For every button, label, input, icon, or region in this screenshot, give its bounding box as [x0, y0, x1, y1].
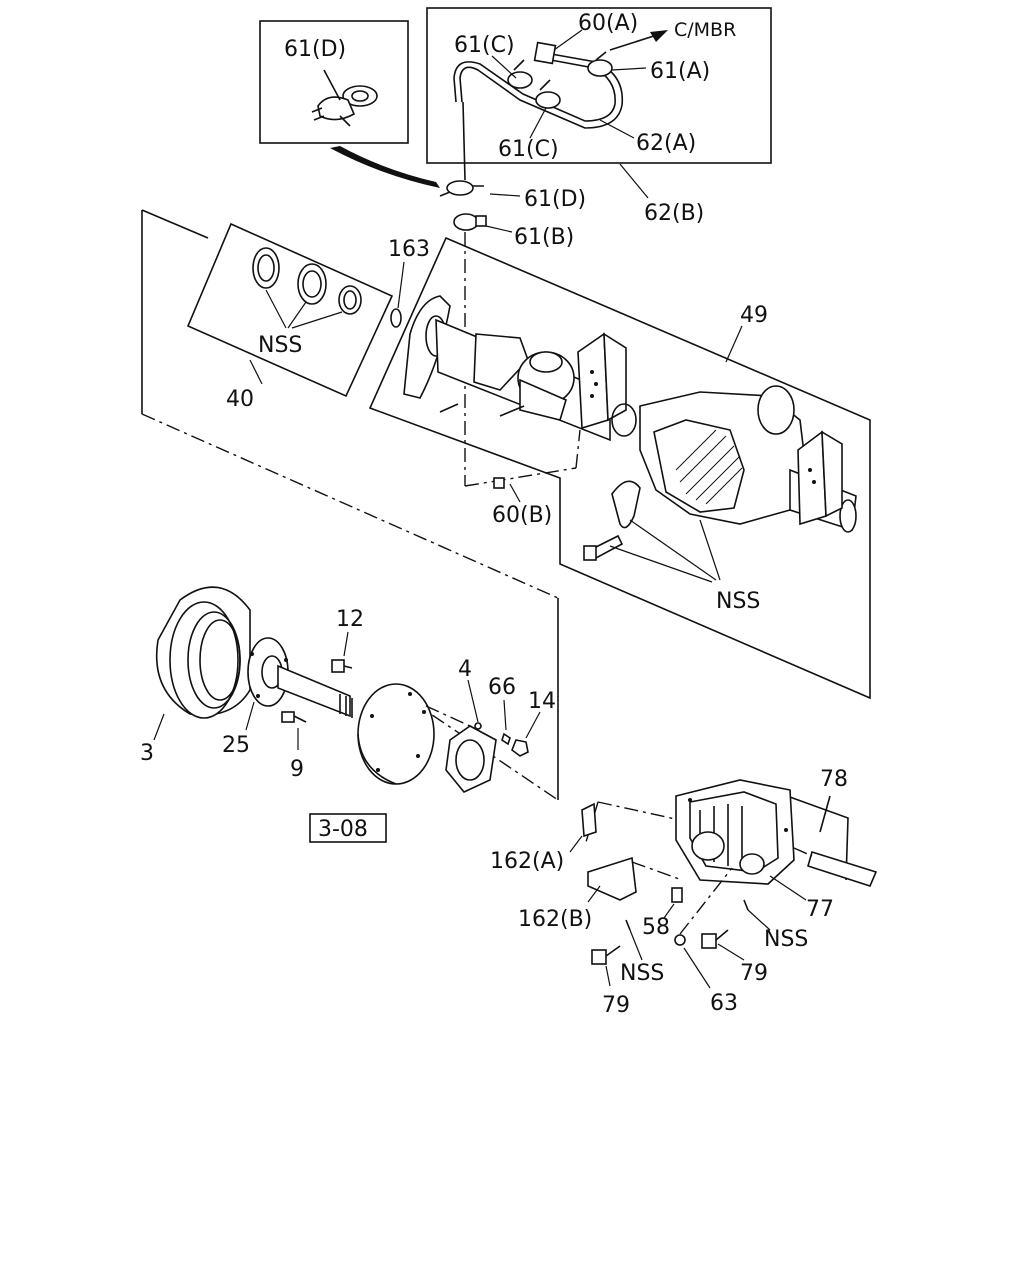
- retainer-4-nut-14: [445, 679, 541, 793]
- label-25: 25: [222, 733, 250, 758]
- inset-leader-arrow: [330, 146, 440, 188]
- differential-cover-77: [675, 779, 807, 901]
- housing-hatch: [675, 429, 743, 505]
- axle-shaft-25: [245, 637, 353, 731]
- seal-kit-40-box: [186, 222, 394, 398]
- backing-plate: [357, 683, 435, 785]
- label-12: 12: [336, 607, 364, 632]
- label-79-left: 79: [602, 993, 630, 1018]
- bracket-162b: [587, 856, 683, 903]
- reference-3-08-box: [309, 813, 387, 843]
- clip-61d-detail-inset: [259, 20, 409, 144]
- bolt-9: [281, 711, 307, 750]
- cover-bolts-79: [591, 899, 771, 987]
- label-nss-seals: NSS: [258, 333, 302, 358]
- gasket-63: [674, 867, 733, 989]
- label-nss-housing: NSS: [716, 589, 760, 614]
- label-61c-bottom: 61(C): [498, 137, 559, 162]
- label-40: 40: [226, 387, 254, 412]
- label-62b: 62(B): [644, 201, 704, 226]
- label-9: 9: [290, 757, 304, 782]
- axle-housing-49-box: [368, 236, 871, 700]
- callout-labels: 61(D) 60(A) C/MBR 61(C) 61(A) 61(C) 62(A…: [140, 11, 848, 1018]
- label-60b: 60(B): [492, 503, 552, 528]
- label-61d-inset: 61(D): [284, 37, 346, 62]
- leader-62b: [619, 163, 649, 199]
- breather-60b: [493, 477, 521, 503]
- label-nss-cover-right: NSS: [764, 927, 808, 952]
- brake-hose-62-inset: [426, 7, 772, 164]
- label-c-mbr: C/MBR: [674, 19, 736, 41]
- label-nss-cover-left: NSS: [620, 961, 664, 986]
- plug-58: [663, 887, 683, 919]
- label-77: 77: [806, 897, 834, 922]
- sealant-tube: [793, 847, 878, 887]
- label-61b: 61(B): [514, 225, 574, 250]
- label-61a: 61(A): [650, 59, 710, 84]
- shaft-axis-dash: [425, 705, 471, 727]
- label-61c-top: 61(C): [454, 33, 515, 58]
- label-163: 163: [388, 237, 430, 262]
- label-63: 63: [710, 991, 738, 1016]
- axle-housing: [403, 295, 857, 583]
- label-3-08: 3-08: [318, 817, 368, 842]
- brake-drum-3: [153, 586, 251, 741]
- label-3: 3: [140, 741, 154, 766]
- o-ring-163: [390, 261, 405, 328]
- label-66: 66: [488, 675, 516, 700]
- label-162a: 162(A): [490, 849, 564, 874]
- bolt-12: [331, 631, 353, 673]
- label-60a: 60(A): [578, 11, 638, 36]
- label-79-right: 79: [740, 961, 768, 986]
- label-78: 78: [820, 767, 848, 792]
- bracket-162a: [569, 802, 597, 853]
- label-49: 49: [740, 303, 768, 328]
- label-162b: 162(B): [518, 907, 592, 932]
- label-4: 4: [458, 657, 472, 682]
- label-14: 14: [528, 689, 556, 714]
- label-62a: 62(A): [636, 131, 696, 156]
- label-61d: 61(D): [524, 187, 586, 212]
- label-58: 58: [642, 915, 670, 940]
